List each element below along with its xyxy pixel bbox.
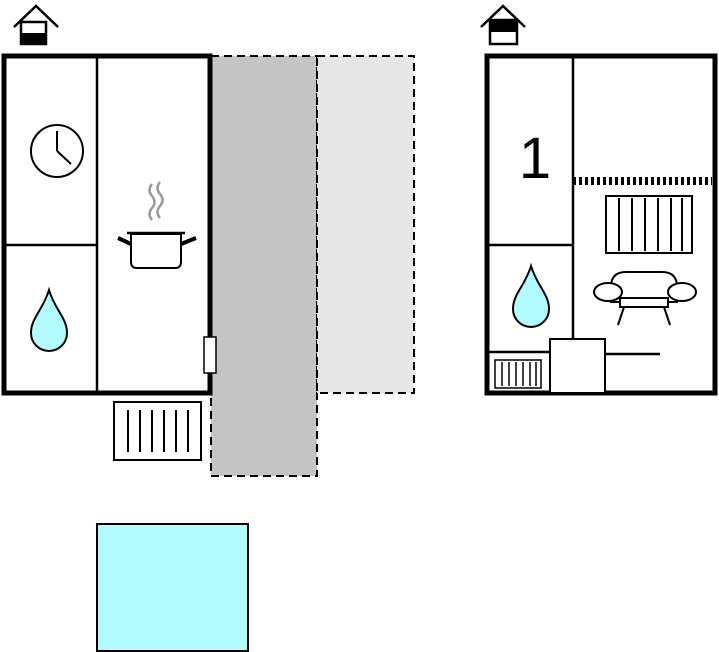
bed-icon (605, 195, 693, 254)
water-drop-icon (511, 262, 551, 328)
swimming-pool (96, 523, 249, 652)
ground-floor (1, 4, 415, 652)
bedroom-number: 1 (519, 126, 551, 191)
door (203, 336, 217, 374)
house-ground-floor-icon (13, 4, 59, 46)
clock-icon (30, 124, 84, 178)
open-terrace (316, 55, 415, 394)
cooking-pot-icon (117, 181, 197, 269)
radiator-icon (494, 359, 542, 389)
first-floor: 1 (480, 4, 718, 396)
garden-furniture-icon (113, 401, 202, 461)
water-drop-icon (29, 286, 69, 352)
staircase (549, 338, 606, 394)
covered-terrace (210, 55, 318, 477)
sofa-icon (593, 271, 697, 326)
house-upper-floor-icon (480, 4, 526, 46)
